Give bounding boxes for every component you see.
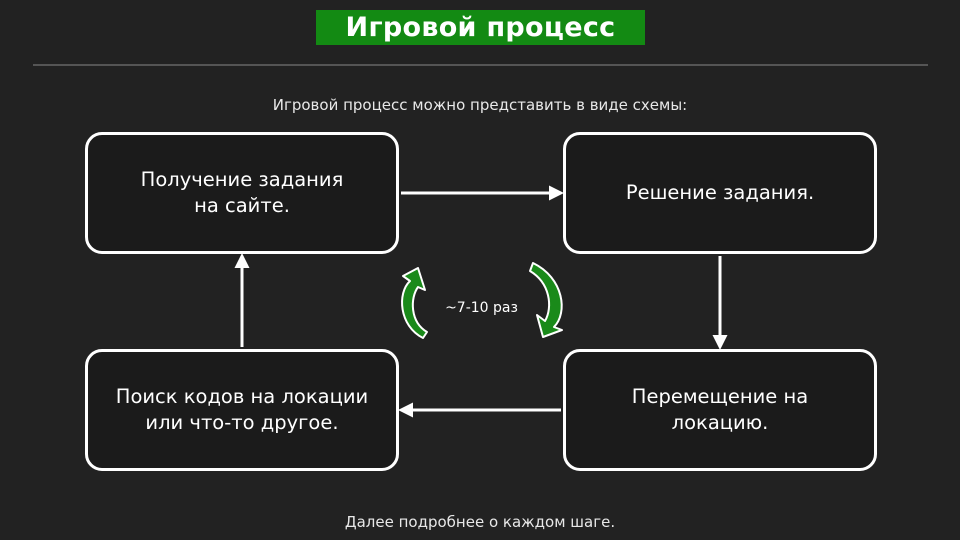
cycle-arrow-right-icon (529, 262, 563, 338)
outro-text: Далее подробнее о каждом шаге. (344, 513, 616, 531)
intro-text: Игровой процесс можно представить в виде… (272, 96, 688, 114)
cycle-arrow-left-icon (401, 267, 428, 339)
step-search-codes: Поиск кодов на локации или что-то другое… (85, 349, 399, 471)
page-title: Игровой процесс (345, 12, 616, 43)
step-get-task: Получение задания на сайте. (85, 132, 399, 254)
step-move-to-location: Перемещение на локацию. (563, 349, 877, 471)
title-banner: Игровой процесс (316, 10, 645, 45)
repeat-count-label: ~7-10 раз (445, 300, 518, 316)
step-solve-task: Решение задания. (563, 132, 877, 254)
title-divider (33, 64, 928, 66)
